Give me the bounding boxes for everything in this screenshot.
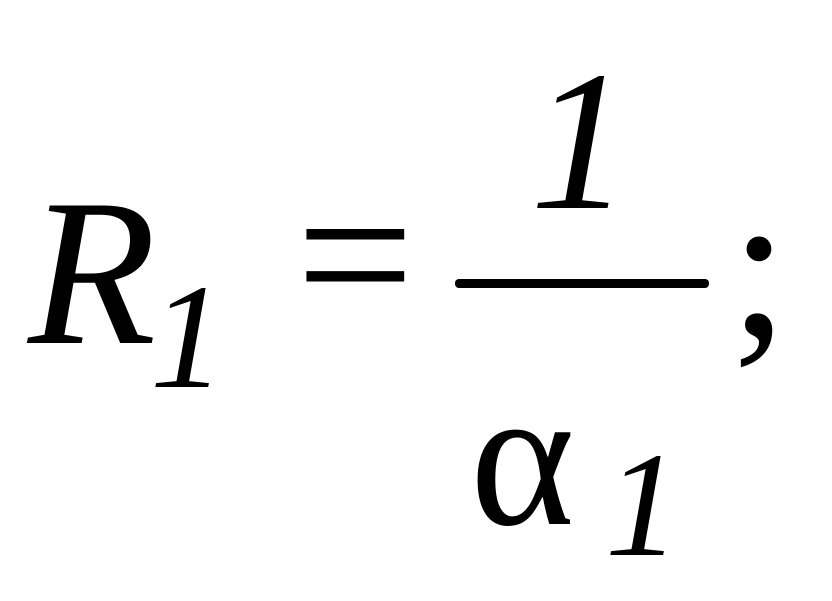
fraction-bar xyxy=(455,279,709,288)
fraction-numerator: 1 xyxy=(530,31,630,252)
lhs-variable: R xyxy=(28,157,157,389)
fraction-denominator-subscript: 1 xyxy=(605,422,680,588)
lhs-subscript: 1 xyxy=(150,254,225,420)
fraction-denominator-variable: α xyxy=(470,347,575,568)
semicolon: ; xyxy=(730,149,789,381)
equals-sign: = xyxy=(296,139,415,371)
